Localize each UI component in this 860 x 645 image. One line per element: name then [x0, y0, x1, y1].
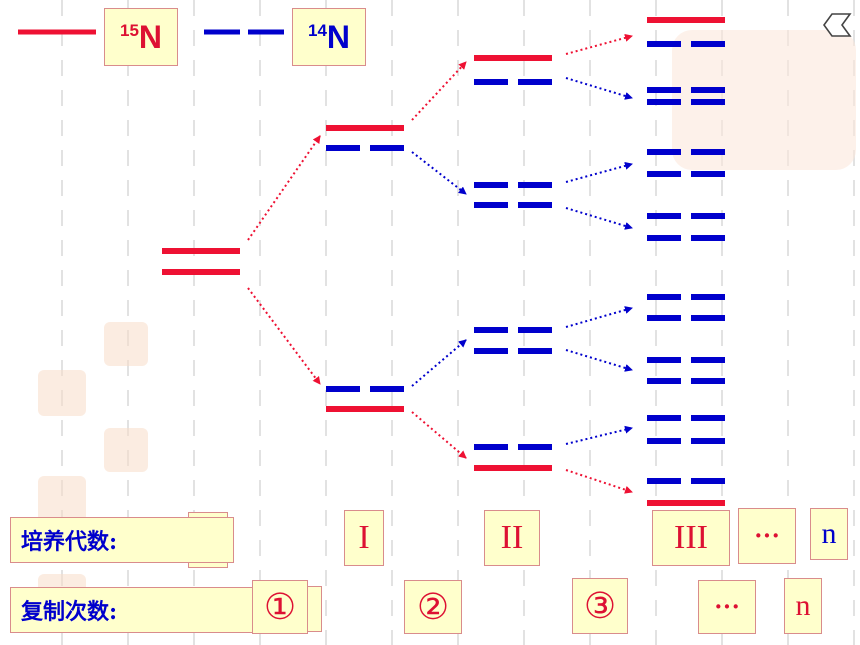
- seal-stamp: [104, 428, 148, 472]
- legend-heavy-text: 15N: [120, 19, 162, 56]
- legend-light-label: 14N: [292, 8, 366, 66]
- legend-light-mass: 14: [307, 20, 327, 40]
- seal-stamp: [38, 370, 86, 416]
- replication-ellipsis-box: ···: [698, 580, 756, 634]
- legend-heavy-mass: 15: [119, 20, 139, 40]
- replication-arrow: [565, 306, 633, 328]
- replication-3-box: ③: [572, 578, 628, 634]
- generation-1-box: I: [344, 510, 384, 566]
- replication-arrow: [247, 135, 321, 241]
- replication-arrow: [565, 469, 633, 494]
- replication-arrow: [565, 207, 633, 230]
- replication-arrow: [411, 61, 467, 121]
- generation-ellipsis-box: ···: [738, 508, 796, 564]
- replication-arrow: [411, 151, 467, 195]
- replication-2-box: ②: [404, 580, 462, 634]
- replication-arrow: [247, 287, 321, 385]
- replication-row-label: 复制次数:: [10, 587, 300, 633]
- generation-2-box: II: [484, 510, 540, 566]
- legend-heavy-symbol: N: [138, 18, 163, 55]
- replication-arrow: [411, 339, 467, 387]
- watermark-stamp: [672, 30, 856, 170]
- replication-arrow: [565, 77, 633, 100]
- legend-heavy-label: 15N: [104, 8, 178, 66]
- replication-arrow: [565, 161, 633, 183]
- seal-stamp: [104, 322, 148, 366]
- generation-n-box: n: [810, 508, 848, 560]
- replication-n-box: n: [784, 578, 822, 634]
- legend-light-symbol: N: [326, 18, 351, 55]
- chevron-left-icon[interactable]: [820, 12, 854, 38]
- generation-3-box: III: [652, 510, 730, 566]
- replication-arrow: [565, 33, 633, 55]
- replication-1-box: ①: [252, 580, 308, 634]
- replication-arrow: [565, 349, 633, 372]
- legend-light-text: 14N: [308, 19, 350, 56]
- replication-arrow: [565, 425, 633, 445]
- generation-row-label: 培养代数:: [10, 517, 234, 563]
- seal-stamp: [38, 476, 86, 522]
- replication-arrow: [411, 411, 467, 459]
